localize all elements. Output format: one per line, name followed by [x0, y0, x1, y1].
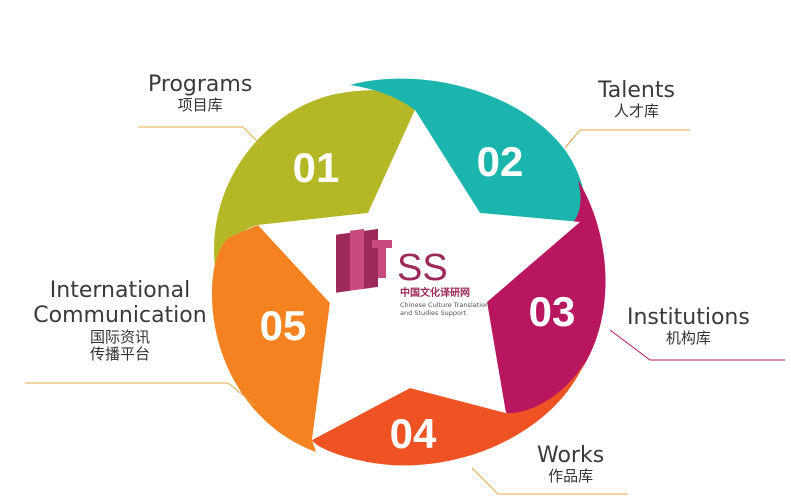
- segment-03[interactable]: [487, 180, 606, 415]
- org-name-en-line1: Chinese Culture Translation: [400, 301, 489, 309]
- leader-line-03: [609, 329, 785, 361]
- logo-text: SS: [397, 247, 448, 289]
- label-intl-en-line1: International: [49, 278, 191, 303]
- leader-line-04: [471, 467, 628, 495]
- center-star: [258, 110, 580, 440]
- label-programs-zh: 项目库: [177, 96, 223, 115]
- leader-lines: [25, 126, 785, 495]
- segment-04[interactable]: [312, 362, 585, 466]
- label-works-en: Works: [537, 443, 605, 468]
- org-name-en-line2: and Studies Support: [400, 309, 467, 317]
- leader-line-05: [25, 382, 256, 406]
- label-talents: Talents 人才库: [598, 78, 675, 121]
- books-icon: [336, 228, 392, 293]
- label-intl-en-line2: Communication: [33, 303, 207, 329]
- org-name-zh: 中国文化译研网: [400, 286, 470, 299]
- label-talents-zh: 人才库: [613, 102, 659, 121]
- segment-05[interactable]: [211, 225, 330, 452]
- segment-04-number: 04: [390, 410, 437, 457]
- label-institutions-zh: 机构库: [665, 329, 711, 348]
- segment-01-number: 01: [293, 144, 340, 191]
- label-institutions-en: Institutions: [627, 305, 750, 330]
- segment-01[interactable]: [214, 90, 416, 269]
- segment-05-number: 05: [260, 302, 307, 349]
- label-programs: Programs 项目库: [148, 72, 252, 115]
- tss-logo: SS 中国文化译研网 Chinese Culture Translation a…: [336, 228, 489, 317]
- leader-line-02: [564, 129, 690, 149]
- label-programs-en: Programs: [148, 72, 253, 97]
- label-intl-zh-line2: 传播平台: [89, 344, 150, 363]
- segment-02-number: 02: [477, 138, 524, 185]
- label-works: Works 作品库: [537, 443, 604, 486]
- leader-line-01: [138, 126, 263, 147]
- label-international-communication: International Communication 国际资讯 传播平台: [30, 278, 210, 363]
- label-institutions: Institutions 机构库: [627, 305, 750, 348]
- segment-03-number: 03: [529, 288, 576, 335]
- segments-group: [211, 78, 606, 466]
- label-works-zh: 作品库: [548, 467, 594, 486]
- segment-02[interactable]: [350, 78, 585, 223]
- label-talents-en: Talents: [598, 78, 675, 103]
- label-intl-zh-line1: 国际资讯: [89, 327, 150, 346]
